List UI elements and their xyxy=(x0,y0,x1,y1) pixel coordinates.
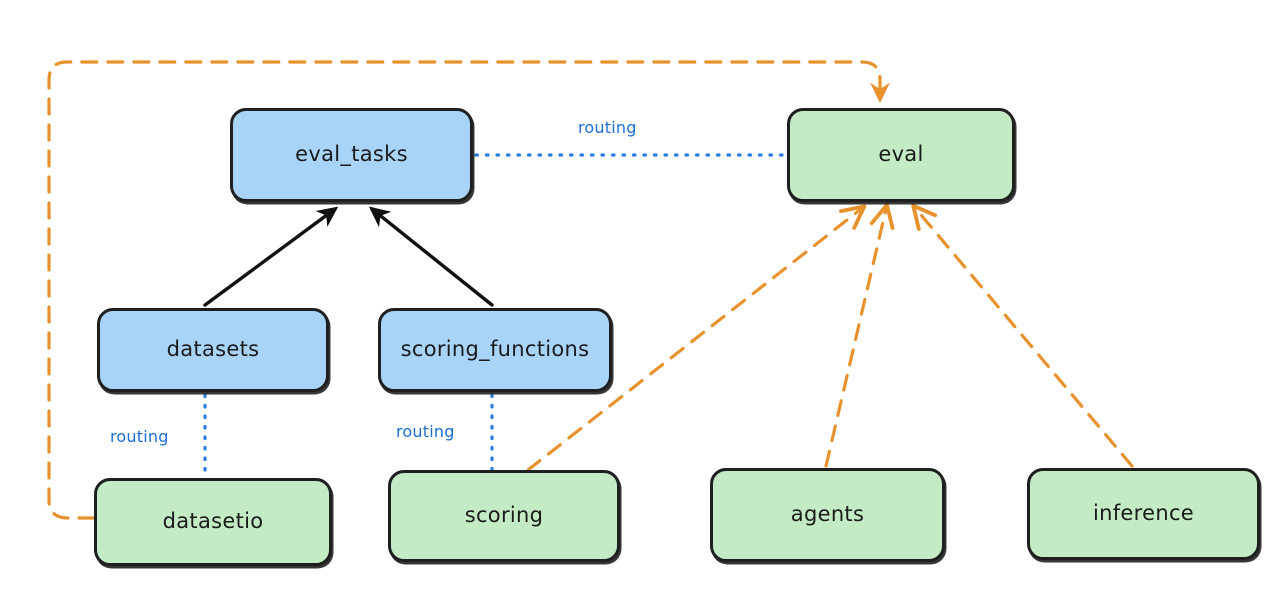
node-label: scoring xyxy=(464,503,544,528)
node-datasetio[interactable]: datasetio xyxy=(94,478,332,566)
node-label: agents xyxy=(790,502,865,527)
node-label: inference xyxy=(1092,501,1195,526)
node-eval[interactable]: eval xyxy=(787,108,1015,202)
node-label: eval_tasks xyxy=(295,142,408,167)
edge-datasets-to-eval_tasks xyxy=(203,206,339,307)
edge-scoring_functions-to-eval_tasks xyxy=(368,206,494,307)
node-agents[interactable]: agents xyxy=(710,468,945,562)
node-scoring[interactable]: scoring xyxy=(388,470,620,562)
edge-label-routing-scoring_functions-scoring: routing xyxy=(396,422,455,441)
node-eval_tasks[interactable]: eval_tasks xyxy=(230,108,473,202)
node-label: eval xyxy=(878,142,924,167)
edge-inference-to-eval xyxy=(911,203,1134,468)
node-scoring_functions[interactable]: scoring_functions xyxy=(378,308,612,392)
node-label: datasetio xyxy=(162,509,264,534)
edge-label-routing-eval_tasks-eval: routing xyxy=(578,118,637,137)
edge-agents-to-eval xyxy=(824,202,895,468)
node-label: datasets xyxy=(166,337,260,362)
node-label: scoring_functions xyxy=(400,337,590,362)
node-inference[interactable]: inference xyxy=(1027,468,1260,560)
node-datasets[interactable]: datasets xyxy=(97,308,329,392)
edge-label-routing-datasets-datasetio: routing xyxy=(110,427,169,446)
